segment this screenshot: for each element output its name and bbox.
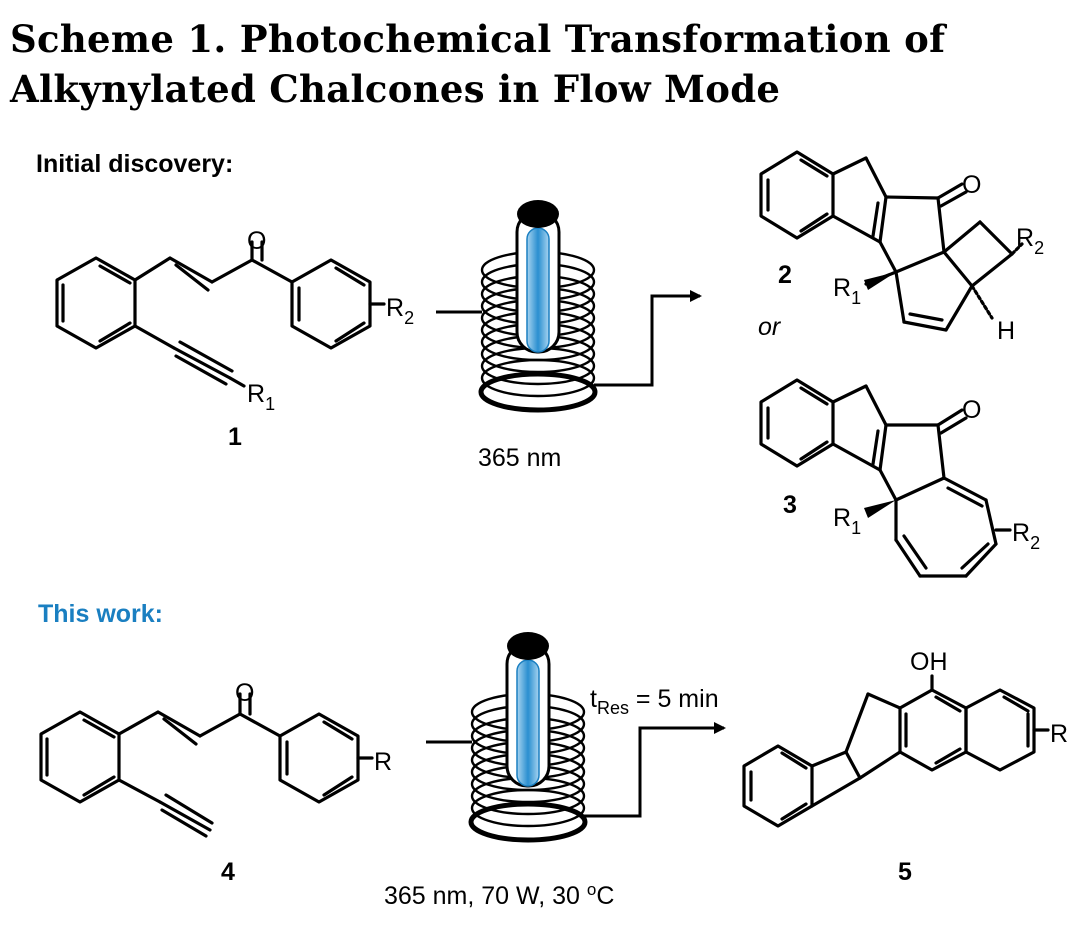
compound-3-oxygen: O bbox=[962, 396, 981, 424]
or-label: or bbox=[758, 313, 782, 341]
compound-5-structure bbox=[742, 674, 1050, 828]
compound-1-r1-subscript: 1 bbox=[265, 394, 275, 414]
compound-1-r2-subscript: 2 bbox=[404, 308, 414, 328]
compound-3-label: 3 bbox=[783, 491, 797, 519]
compound-3-r1: R1 bbox=[833, 504, 861, 538]
compound-1-r1: R1 bbox=[247, 380, 275, 414]
residence-time-subscript: Res bbox=[597, 698, 629, 718]
compound-3-r1-letter: R bbox=[833, 504, 851, 532]
compound-2-r1: R1 bbox=[833, 274, 861, 308]
compound-4-r: R bbox=[374, 748, 392, 776]
compound-2-structure bbox=[759, 150, 1024, 332]
condition-bottom: 365 nm, 70 W, 30 oC bbox=[384, 880, 614, 910]
compound-2-oxygen: O bbox=[962, 171, 981, 199]
compound-2-r2-subscript: 2 bbox=[1034, 238, 1044, 258]
condition-bottom-unit: C bbox=[596, 882, 614, 910]
compound-2-r1-letter: R bbox=[833, 274, 851, 302]
compound-3-r1-subscript: 1 bbox=[851, 518, 861, 538]
condition-bottom-main: 365 nm, 70 W, 30 bbox=[384, 882, 587, 910]
compound-3-r2-subscript: 2 bbox=[1030, 533, 1040, 553]
section-initial-discovery: Initial discovery: bbox=[36, 150, 233, 178]
compound-5-r: R bbox=[1050, 720, 1068, 748]
residence-time-value: = 5 min bbox=[629, 685, 719, 713]
compound-1-oxygen: O bbox=[247, 227, 266, 255]
residence-time-t: t bbox=[590, 685, 597, 713]
compound-2-r2: R2 bbox=[1016, 224, 1044, 258]
compound-5-label: 5 bbox=[898, 858, 912, 886]
compound-1-r2: R2 bbox=[386, 294, 414, 328]
compound-2-label: 2 bbox=[778, 261, 792, 289]
scheme-title: Scheme 1. Photochemical Transformation o… bbox=[10, 17, 946, 111]
compound-1-r1-letter: R bbox=[247, 380, 265, 408]
compound-2-r2-letter: R bbox=[1016, 224, 1034, 252]
compound-2-hydrogen: H bbox=[997, 317, 1015, 345]
condition-bottom-degree: o bbox=[587, 880, 596, 899]
section-this-work: This work: bbox=[38, 600, 163, 628]
flow-reactor-bottom bbox=[426, 632, 726, 843]
compound-4-structure bbox=[39, 692, 374, 838]
compound-1-label: 1 bbox=[228, 423, 242, 451]
compound-1-r2-letter: R bbox=[386, 294, 404, 322]
compound-5-hydroxyl: OH bbox=[910, 648, 948, 676]
compound-3-r2: R2 bbox=[1012, 519, 1040, 553]
flow-reactor-top bbox=[436, 200, 702, 413]
compound-3-r2-letter: R bbox=[1012, 519, 1030, 547]
condition-top-wavelength: 365 nm bbox=[478, 444, 561, 472]
residence-time: tRes = 5 min bbox=[590, 685, 719, 718]
compound-2-r1-subscript: 1 bbox=[851, 288, 861, 308]
compound-1-structure bbox=[55, 240, 386, 388]
compound-4-label: 4 bbox=[221, 858, 235, 886]
compound-3-structure bbox=[759, 378, 1012, 578]
compound-4-oxygen: O bbox=[235, 679, 254, 707]
